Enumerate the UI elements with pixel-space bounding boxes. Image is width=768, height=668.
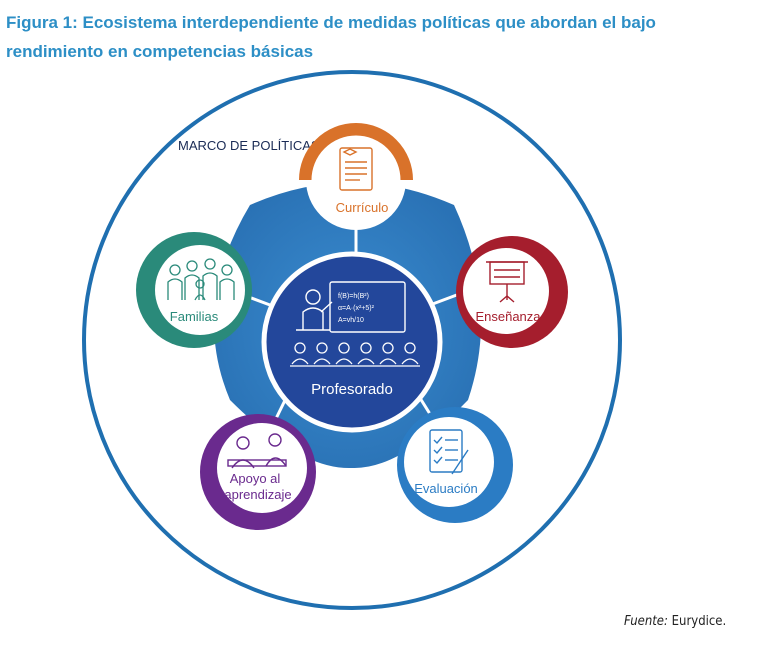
checklist-icon [429, 429, 469, 475]
node-label-evaluacion: Evaluación [414, 481, 478, 496]
center-circle [261, 251, 443, 433]
family-people-icon [167, 258, 235, 301]
source-value: Eurydice. [671, 614, 727, 629]
figure-title: Figura 1: Ecosistema interdependiente de… [6, 13, 656, 61]
node-label-ensenanza: Enseñanza [475, 309, 541, 324]
presentation-board-icon [486, 261, 528, 303]
source-note: Fuente: Eurydice. [624, 614, 726, 629]
board-formula-1: f(B)=h(B²) [338, 293, 369, 300]
center-label: Profesorado [311, 381, 393, 398]
board-formula-3: A=vh/10 [338, 317, 364, 324]
node-label-apoyo-line2: aprendizaje [224, 487, 291, 502]
node-ensenanza: Enseñanza [456, 236, 568, 348]
policy-framework-label: MARCO DE POLÍTICAS [178, 138, 320, 153]
node-apoyo: Apoyo al aprendizaje [200, 414, 316, 530]
node-evaluacion: Evaluación [397, 407, 513, 523]
source-label: Fuente: [624, 614, 668, 629]
policy-framework-ring [82, 70, 622, 610]
node-curriculo: Currículo [299, 123, 413, 230]
node-label-apoyo-line1: Apoyo al [230, 471, 281, 486]
tutoring-people-icon [227, 433, 287, 469]
curriculum-document-icon [339, 147, 373, 191]
board-formula-2: α=A·(x²+5)² [338, 305, 375, 312]
node-familias: Familias [136, 232, 252, 348]
node-label-familias: Familias [170, 309, 219, 324]
students-icon [290, 342, 420, 367]
node-label-curriculo: Currículo [336, 200, 389, 215]
teacher-board-icon [296, 281, 406, 333]
